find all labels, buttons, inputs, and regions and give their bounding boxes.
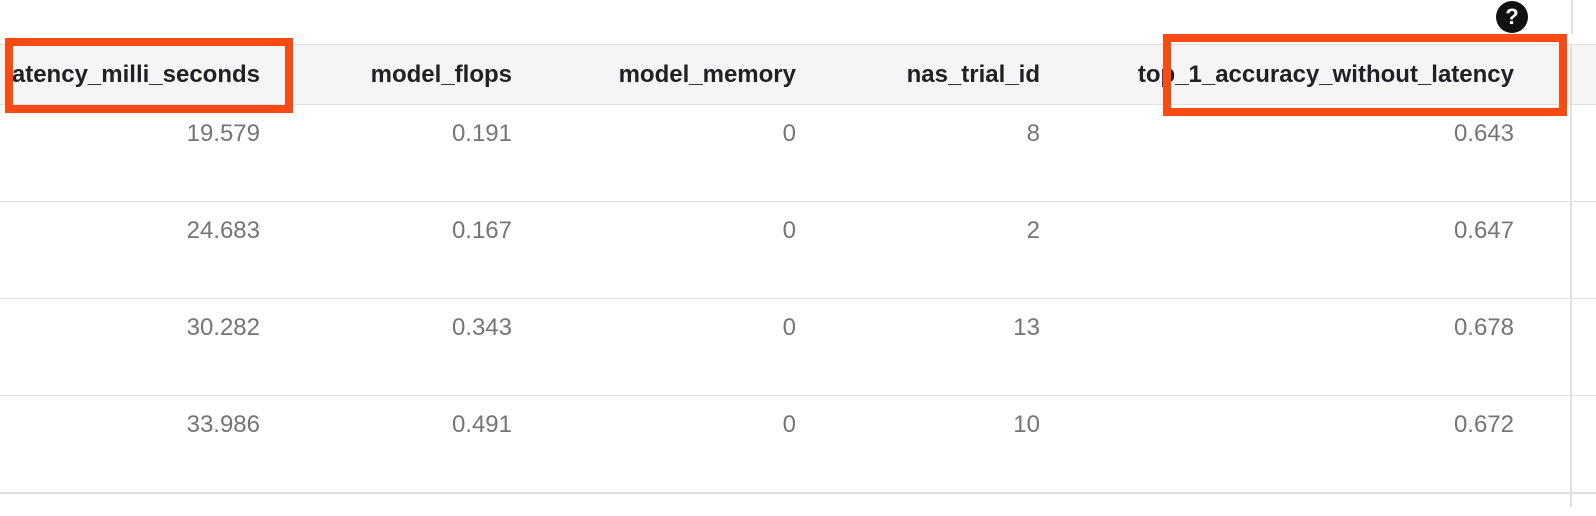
cell-model_memory: 0: [520, 201, 804, 299]
cell-stub: [268, 492, 520, 507]
cell-nas_trial_id: 2: [804, 201, 1048, 299]
cell-latency_milli_seconds: 19.579: [0, 104, 268, 202]
column-header-cutoff: [1570, 44, 1596, 105]
cell-stub: [0, 492, 268, 507]
cell-cutoff: [1570, 298, 1596, 396]
cell-model_flops: 0.491: [268, 395, 520, 494]
cell-stub: [804, 492, 1048, 507]
cell-stub: [520, 492, 804, 507]
cell-latency_milli_seconds: 30.282: [0, 298, 268, 396]
column-header-nas_trial_id[interactable]: nas_trial_id: [804, 44, 1048, 105]
cell-nas_trial_id: 10: [804, 395, 1048, 494]
cell-top_1_accuracy_without_latency: 0.672: [1048, 395, 1571, 494]
cell-model_flops: 0.191: [268, 104, 520, 202]
cell-nas_trial_id: 8: [804, 104, 1048, 202]
cell-model_memory: 0: [520, 298, 804, 396]
cell-cutoff: [1570, 201, 1596, 299]
cell-cutoff: [1570, 492, 1596, 507]
cell-model_memory: 0: [520, 395, 804, 494]
cell-top_1_accuracy_without_latency: 0.647: [1048, 201, 1571, 299]
cell-latency_milli_seconds: 33.986: [0, 395, 268, 494]
column-header-top_1_accuracy_without_latency[interactable]: top_1_accuracy_without_latency: [1048, 44, 1571, 105]
column-header-model_memory[interactable]: model_memory: [520, 44, 804, 105]
cell-cutoff: [1570, 395, 1596, 494]
cell-model_flops: 0.343: [268, 298, 520, 396]
cell-model_flops: 0.167: [268, 201, 520, 299]
panel-divider: [1571, 0, 1573, 34]
cell-model_memory: 0: [520, 104, 804, 202]
table-row-stub: [0, 492, 1596, 507]
cell-top_1_accuracy_without_latency: 0.643: [1048, 104, 1571, 202]
help-icon[interactable]: ?: [1496, 1, 1528, 33]
column-header-model_flops[interactable]: model_flops: [268, 44, 520, 105]
cell-latency_milli_seconds: 24.683: [0, 201, 268, 299]
cell-cutoff: [1570, 104, 1596, 202]
column-header-latency_milli_seconds[interactable]: latency_milli_seconds: [0, 44, 268, 105]
cell-top_1_accuracy_without_latency: 0.678: [1048, 298, 1571, 396]
cell-nas_trial_id: 13: [804, 298, 1048, 396]
cell-stub: [1048, 492, 1571, 507]
